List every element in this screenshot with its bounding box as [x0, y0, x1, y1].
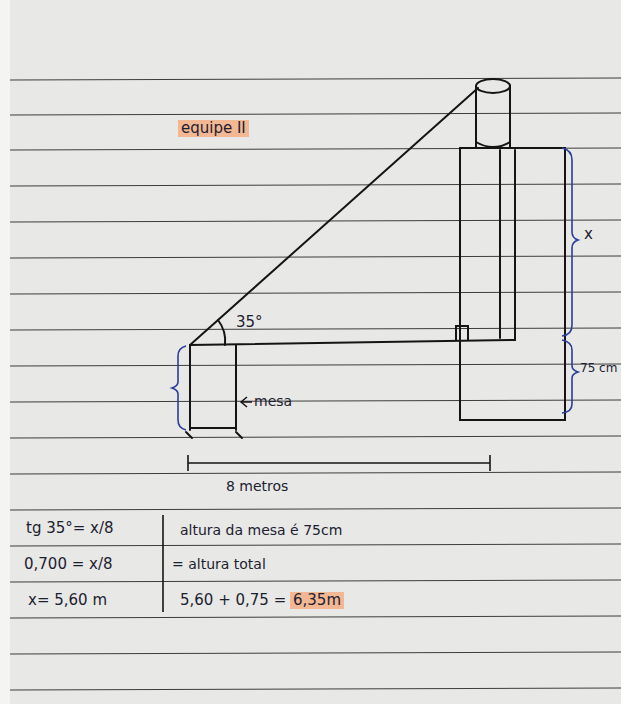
height-variable: x	[584, 226, 593, 243]
column-divider	[162, 515, 164, 612]
equation: x= 5,60 m	[28, 592, 107, 609]
dimension: 75 cm	[580, 362, 617, 376]
result: 6,35m	[290, 592, 344, 609]
part-name: mesa	[254, 393, 292, 409]
page-edge	[0, 0, 10, 704]
team-title: equipe II	[178, 120, 249, 137]
equation: tg 35°= x/8	[26, 520, 114, 537]
ruled-lines	[10, 78, 621, 690]
note: altura da mesa é 75cm	[180, 522, 342, 538]
note: = altura total	[172, 556, 266, 572]
dimension-line	[188, 455, 490, 471]
equation: 0,700 = x/8	[24, 556, 113, 573]
angle-label: 35°	[236, 314, 263, 331]
equation: 5,60 + 0,75 =	[180, 592, 286, 609]
braces	[172, 148, 578, 430]
dimension: 8 metros	[226, 478, 288, 494]
mesa-arrow	[241, 397, 252, 407]
